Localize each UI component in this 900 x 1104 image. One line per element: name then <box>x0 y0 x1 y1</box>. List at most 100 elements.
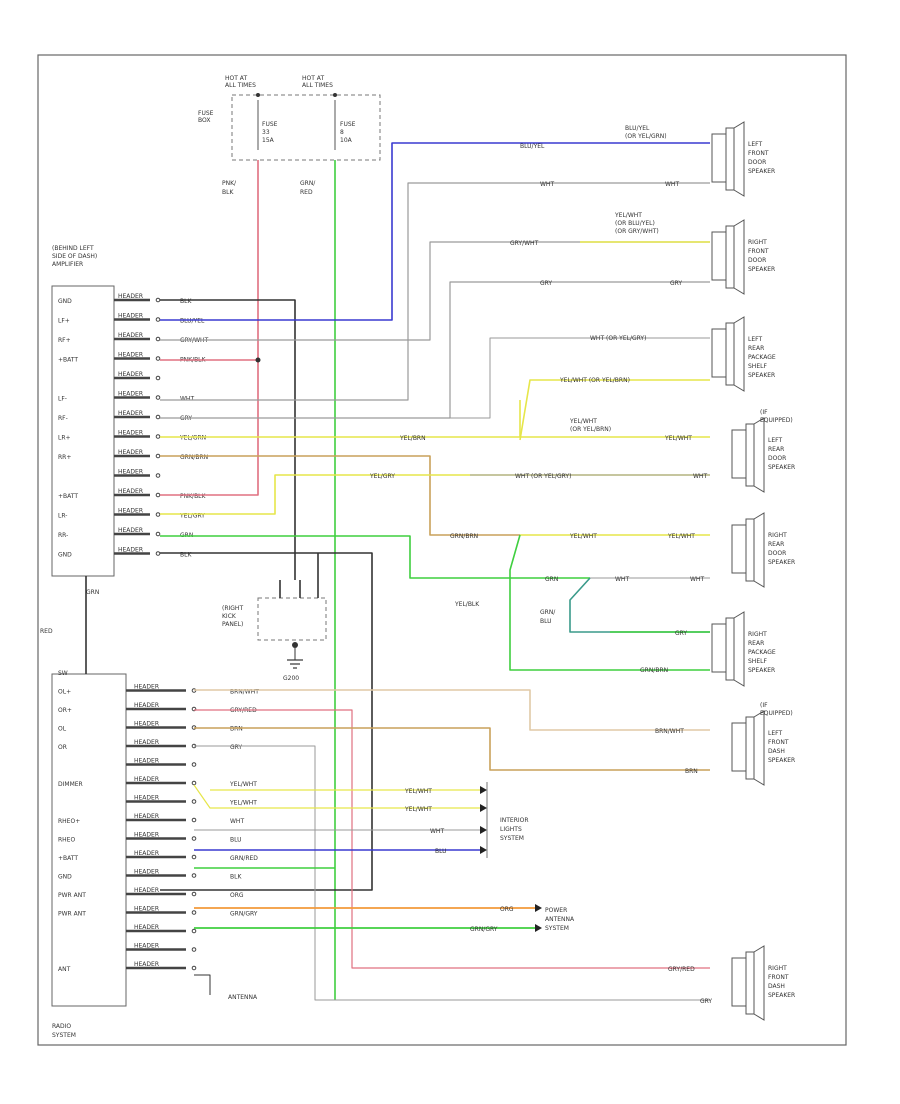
speaker-name-line: DOOR <box>768 455 786 462</box>
wire-label: YEL/WHT (OR YEL/BRN) <box>559 377 630 384</box>
wire-label: GRY <box>700 998 712 1005</box>
amp-pin-connector: HEADER <box>118 391 143 398</box>
wire-label: WHT <box>430 828 444 835</box>
wire-gry-rf <box>160 281 710 419</box>
wire-blu-yel <box>160 142 710 321</box>
speaker-name-line: FRONT <box>748 248 769 255</box>
amp-pin-label: LF- <box>58 396 67 403</box>
radio-pin-label: +BATT <box>58 855 78 862</box>
amp-pin-label: +BATT <box>58 357 78 364</box>
speaker-name-line: REAR <box>748 345 764 352</box>
t-amptitle-line: SIDE OF DASH) <box>52 253 97 260</box>
amp-pin-connector: HEADER <box>118 488 143 495</box>
t-pas-line: POWER <box>545 907 567 914</box>
amp-pin-label: LF+ <box>58 318 70 325</box>
radio-pin-label: RHEO <box>58 837 75 844</box>
wire-yel-wht-1 <box>193 784 480 809</box>
wire-brn <box>194 727 710 771</box>
wire-label: YEL/WHT(OR YEL/BRN) <box>569 418 611 433</box>
wire-wht-lf <box>160 182 710 401</box>
radio-pin-terminal <box>191 891 197 897</box>
radio-pin-wire: BLU <box>230 837 242 844</box>
amp-pin-label: GND <box>58 298 72 305</box>
wire-label: GRY/WHT <box>510 240 539 247</box>
wire-label: BRN/WHT <box>655 728 684 735</box>
radio-pin-label: RHEO+ <box>58 818 80 825</box>
wire-label-line: (OR YEL/BRN) <box>570 426 611 433</box>
wire-label-line: YEL/WHT <box>614 212 642 219</box>
speaker-name-line: RIGHT <box>748 631 767 638</box>
radio-pin-connector: HEADER <box>134 721 159 728</box>
amp-pin-terminal <box>155 473 161 478</box>
t-fuser-line: FUSE <box>340 121 356 128</box>
speaker-magnet <box>745 423 755 487</box>
wire-label-line: GRY/WHT <box>510 240 539 247</box>
speaker-name-line: SPEAKER <box>748 372 775 379</box>
radio-pin-connector-line: HEADER <box>134 758 159 765</box>
amp-pin-connector: HEADER <box>118 313 143 320</box>
amp-pin-label: RR+ <box>58 454 71 461</box>
radio-pin-wire: WHT <box>230 818 244 825</box>
wire-arrow <box>480 826 487 834</box>
radio-pin-label-line: DIMMER <box>58 781 83 788</box>
wire-label-line: YEL/WHT (OR YEL/BRN) <box>559 377 630 384</box>
speaker-note-line: EQUIPPED) <box>760 710 793 717</box>
speaker-terminal-box <box>711 133 727 183</box>
amp-pin-connector-line: HEADER <box>118 547 143 554</box>
radio-pin-wire-line: GRY <box>230 744 242 751</box>
speaker-name-line: REAR <box>768 446 784 453</box>
t-gndtitle-line: (RIGHT <box>222 605 243 612</box>
ground-node <box>292 642 298 648</box>
radio-pin-connector: HEADER <box>134 943 159 950</box>
speaker-note-line: EQUIPPED) <box>760 417 793 424</box>
t-amptitle-line: AMPLIFIER <box>52 261 83 268</box>
speaker-name-line: SPEAKER <box>768 464 795 471</box>
wire-label-line: BRN/WHT <box>655 728 684 735</box>
amp-pin-wire: BLK <box>180 552 192 559</box>
amp-pin-label-line: +BATT <box>58 357 78 364</box>
wire-label-line: WHT <box>665 181 679 188</box>
wire-label: GRN/BRN <box>450 533 478 540</box>
speaker-name-line: REAR <box>748 640 764 647</box>
radio-pin-wire-line: BLU <box>230 837 242 844</box>
wire-yel-wht-lrp <box>519 379 710 441</box>
t-ils-line: INTERIOR <box>500 817 529 824</box>
speaker-cone <box>753 945 765 1021</box>
wire-label-line: GRN/GRY <box>470 926 498 933</box>
amp-pin-connector: HEADER <box>118 430 143 437</box>
wire-label: GRN/BRN <box>640 667 668 674</box>
radio-pin-wire-line: ORG <box>230 892 244 899</box>
radio-pin-terminal <box>191 873 197 878</box>
t-fuser-line: 10A <box>340 137 353 144</box>
wire-label: BLU <box>435 848 447 855</box>
wire-label-line: YEL/WHT <box>569 533 597 540</box>
amp-pin-wire-line: BLU/YEL <box>180 318 205 325</box>
speaker-terminal-box <box>711 231 727 281</box>
wire-label-line: (OR YEL/GRN) <box>625 133 667 140</box>
radio-pin-terminal <box>191 910 197 915</box>
wire-label: WHT <box>690 576 704 583</box>
wire-label-line: GRY/RED <box>668 966 695 973</box>
wire-label-line: BLU/YEL <box>625 125 650 132</box>
wire-label-line: WHT <box>690 576 704 583</box>
radio-pin-label: OR+ <box>58 707 72 714</box>
amp-pin-connector-line: HEADER <box>118 332 143 339</box>
radio-pin-terminal <box>191 928 197 934</box>
wire-label: YEL/GRY <box>369 473 395 480</box>
radio-pin-label: PWR ANT <box>58 911 86 918</box>
amp-pin-wire-line: YEL/GRN <box>179 435 206 442</box>
radio-pin-connector-line: HEADER <box>134 813 159 820</box>
radio-pin-label: GND <box>58 874 72 881</box>
t-hotr1-line: HOT AT <box>302 75 324 82</box>
t-fusel-line: 15A <box>262 137 275 144</box>
t-radiotitle-line: SYSTEM <box>52 1032 76 1039</box>
speaker-cone <box>733 219 745 295</box>
wire-label: GRN <box>545 576 558 583</box>
amp-pin-connector-line: HEADER <box>118 527 143 534</box>
wire-arrow <box>480 786 487 794</box>
t-pas-line: SYSTEM <box>545 925 569 932</box>
